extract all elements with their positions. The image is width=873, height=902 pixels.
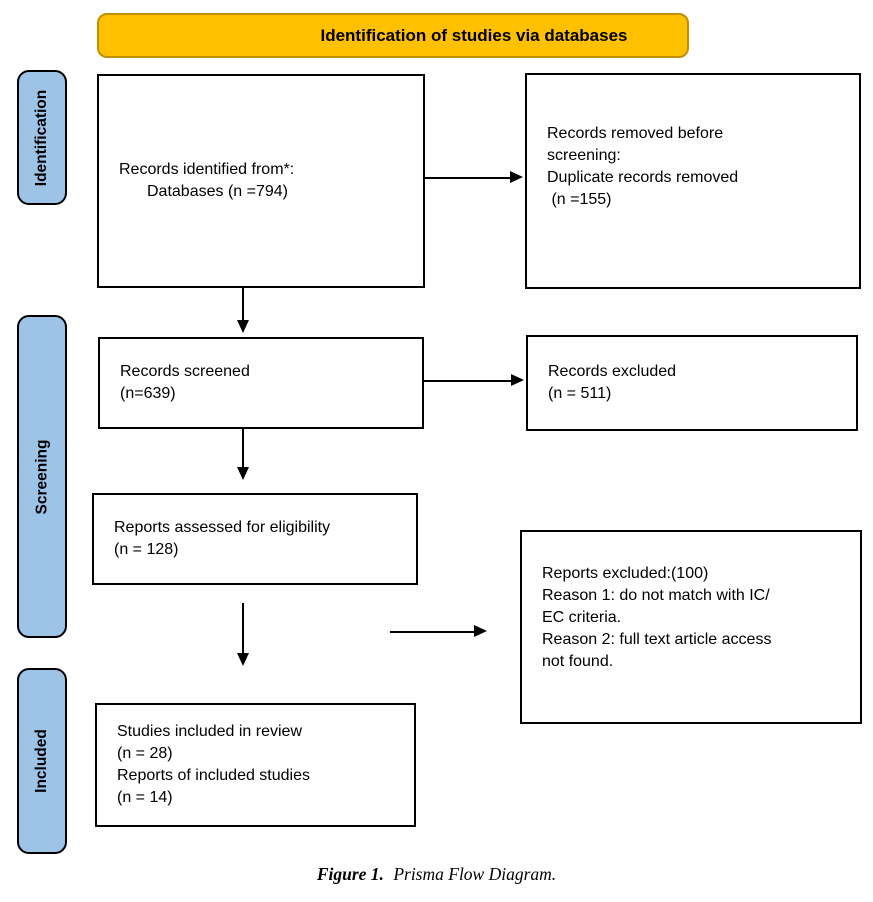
box-records-identified: Records identified from*: Databases (n =… xyxy=(97,74,425,288)
arrow-down-icon xyxy=(237,320,249,333)
stage-label-text: Included xyxy=(33,729,51,793)
box-text-line: (n = 511) xyxy=(548,385,612,402)
box-reports-excluded: Reports excluded:(100) Reason 1: do not … xyxy=(520,530,862,724)
figure-caption: Figure 1. Prisma Flow Diagram. xyxy=(0,864,873,885)
box-text-line: Reports of included studies xyxy=(117,767,310,784)
box-records-screened: Records screened (n=639) xyxy=(98,337,424,429)
stage-label-text: Screening xyxy=(33,439,51,514)
box-records-excluded: Records excluded (n = 511) xyxy=(526,335,858,431)
figure-caption-text: Prisma Flow Diagram. xyxy=(393,864,557,884)
box-text-line: Reports assessed for eligibility xyxy=(114,519,331,536)
figure-caption-label: Figure 1. xyxy=(316,864,384,884)
box-text-line: (n=639) xyxy=(120,385,176,402)
arrow-assessed-to-included-line xyxy=(242,603,244,655)
stage-label-identification: Identification xyxy=(17,70,67,205)
banner: Identification of studies via databases xyxy=(97,13,689,58)
stage-label-text: Identification xyxy=(33,89,51,186)
box-text-line: Records excluded xyxy=(548,363,677,380)
box-text-line: screening: xyxy=(547,147,621,164)
box-text-line: (n = 128) xyxy=(114,541,179,558)
box-text-line: Reason 1: do not match with IC/ xyxy=(542,587,770,604)
box-text-line: (n =155) xyxy=(547,191,612,208)
arrow-down-icon xyxy=(237,467,249,480)
arrow-identified-to-screened-line xyxy=(242,288,244,322)
box-studies-included: Studies included in review (n = 28) Repo… xyxy=(95,703,416,827)
box-text-line: Records removed before xyxy=(547,125,724,142)
arrow-right-icon xyxy=(510,171,523,183)
arrow-right-icon xyxy=(474,625,487,637)
box-text-line: (n = 14) xyxy=(117,789,173,806)
box-text-line: Records identified from*: xyxy=(119,161,295,178)
box-text-line: (n = 28) xyxy=(117,745,173,762)
arrow-assessed-to-reports-excluded-line xyxy=(390,631,476,633)
arrow-identified-to-removed-line xyxy=(424,177,512,179)
arrow-screened-to-excluded-line xyxy=(423,380,513,382)
box-text-line: Duplicate records removed xyxy=(547,169,739,186)
stage-label-screening: Screening xyxy=(17,315,67,638)
arrow-right-icon xyxy=(511,374,524,386)
box-text-line: Records screened xyxy=(120,363,250,380)
arrow-screened-to-assessed-line xyxy=(242,429,244,469)
box-text-line: Reason 2: full text article access xyxy=(542,631,772,648)
box-text-line: Studies included in review xyxy=(117,723,302,740)
stage-label-included: Included xyxy=(17,668,67,854)
box-text-line: Databases (n =794) xyxy=(147,183,288,200)
arrow-down-icon xyxy=(237,653,249,666)
box-text-line: EC criteria. xyxy=(542,609,622,626)
box-text-line: not found. xyxy=(542,653,614,670)
box-records-removed: Records removed before screening: Duplic… xyxy=(525,73,861,289)
banner-title: Identification of studies via databases xyxy=(320,25,628,45)
box-text-line: Reports excluded:(100) xyxy=(542,565,709,582)
box-reports-assessed: Reports assessed for eligibility (n = 12… xyxy=(92,493,418,585)
